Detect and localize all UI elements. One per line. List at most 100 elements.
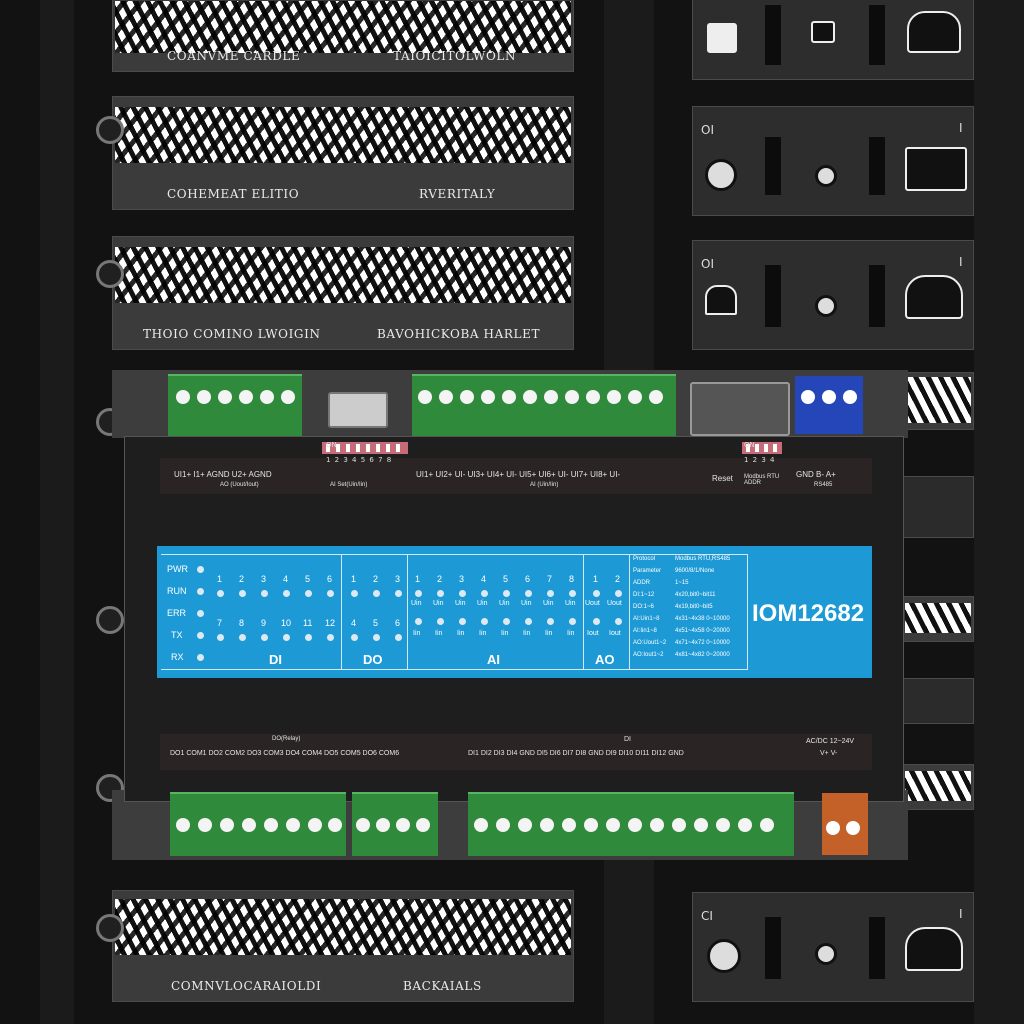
- di-num: 3: [261, 574, 267, 584]
- led-run: [197, 588, 204, 595]
- do-num: 2: [373, 574, 379, 584]
- right-plate: [902, 372, 974, 430]
- left-card-2: COHEMEAT ELITIO RVERITALY: [112, 96, 574, 210]
- ao-uout-label: Uout: [607, 600, 622, 607]
- led-tx: [197, 632, 204, 639]
- rack-rail-right: [974, 0, 1024, 1024]
- right-card-4: CI I: [692, 892, 974, 1002]
- ai-uin-label: Uin: [433, 600, 444, 607]
- card-label: COHEMEAT ELITIO: [167, 187, 300, 201]
- dip-switch-ai[interactable]: [322, 442, 408, 454]
- card-mark: I: [959, 121, 963, 135]
- di-num: 9: [261, 618, 267, 628]
- ai-uin-label: Uin: [411, 600, 422, 607]
- di-title: DI: [269, 652, 282, 667]
- card-id: OI: [701, 123, 714, 137]
- port-icon: [811, 21, 835, 43]
- terminal-block-rs485: [795, 376, 863, 434]
- dip-numbers: 1 2 3 4 5 6 7 8: [326, 456, 393, 464]
- ai-uin-label: Uin: [565, 600, 576, 607]
- ai-terminal-labels: UI1+ UI2+ UI- UI3+ UI4+ UI- UI5+ UI6+ UI…: [416, 470, 621, 479]
- do-relay-title: DO(Relay): [272, 736, 301, 742]
- card-label: RVERITALY: [419, 187, 496, 201]
- ai-iin-label: Iin: [457, 630, 465, 637]
- ao-title: AO: [595, 652, 615, 667]
- ethernet-port-icon: [690, 382, 790, 436]
- card-label: COANVME CARDLE: [167, 49, 301, 63]
- power-icon: [707, 939, 741, 973]
- left-card-3: THOIO COMINO LWOIGIN BAVOHICKOBA HARLET: [112, 236, 574, 350]
- ai-num: 4: [481, 574, 487, 584]
- ai-uin-label: Uin: [499, 600, 510, 607]
- ai-sub-label: AI (Uin/Iin): [530, 482, 559, 488]
- terminal-block-do2: [352, 792, 438, 856]
- jumper-icon: [328, 392, 388, 428]
- ao-iout-label: Iout: [609, 630, 621, 637]
- terminal-block-ao: [168, 374, 302, 436]
- di-terminal-title: DI: [624, 736, 631, 743]
- card-label: BACKAIALS: [403, 979, 482, 993]
- left-card-1: COANVME CARDLE TAIOICITOLWOLN: [112, 0, 574, 72]
- right-card-2: OI I: [692, 106, 974, 216]
- ai-iin-label: Iin: [435, 630, 443, 637]
- ai-num: 3: [459, 574, 465, 584]
- do-terminal-labels: DO1 COM1 DO2 COM2 DO3 COM3 DO4 COM4 DO5 …: [170, 750, 400, 757]
- status-panel: PWR RUN ERR TX RX 1 2 3 4 5 6 7 8 9 10 1…: [157, 546, 872, 678]
- card-mark: I: [959, 907, 963, 921]
- rack-screw: [96, 260, 124, 288]
- do-title: DO: [363, 652, 383, 667]
- di-terminal-labels: DI1 DI2 DI3 DI4 GND DI5 DI6 DI7 DI8 GND …: [468, 750, 684, 757]
- card-id: OI: [701, 257, 714, 271]
- ai-uin-label: Uin: [543, 600, 554, 607]
- di-num: 8: [239, 618, 245, 628]
- dip-left-label: AI Set(Uin/Iin): [330, 482, 368, 488]
- di-num: 2: [239, 574, 245, 584]
- ao-num: 2: [615, 574, 621, 584]
- ai-uin-label: Uin: [521, 600, 532, 607]
- status-label-pwr: PWR: [167, 564, 188, 574]
- card-label: THOIO COMINO LWOIGIN: [143, 327, 321, 341]
- di-num: 6: [327, 574, 333, 584]
- ai-iin-label: Iin: [523, 630, 531, 637]
- dome-icon: [905, 927, 963, 971]
- home-icon: [705, 285, 737, 315]
- power-pins: V+ V-: [820, 750, 838, 757]
- model-number: IOM12682: [752, 600, 865, 627]
- port-icon: [707, 23, 737, 53]
- di-num: 7: [217, 618, 223, 628]
- ai-title: AI: [487, 652, 500, 667]
- di-num: 5: [305, 574, 311, 584]
- di-num: 1: [217, 574, 223, 584]
- rack-screw: [96, 116, 124, 144]
- ai-num: 8: [569, 574, 575, 584]
- reset-label: Reset: [712, 474, 733, 483]
- modbus-label: Modbus RTU ADDR: [744, 474, 780, 486]
- dome-icon: [907, 11, 961, 53]
- rack-screw: [96, 606, 124, 634]
- dip-on-label: ON: [744, 441, 755, 449]
- right-plate: [902, 596, 974, 642]
- card-label: BAVOHICKOBA HARLET: [377, 327, 541, 341]
- status-label-run: RUN: [167, 586, 187, 596]
- led-err: [197, 610, 204, 617]
- led-pwr: [197, 566, 204, 573]
- ai-num: 2: [437, 574, 443, 584]
- ai-num: 7: [547, 574, 553, 584]
- ao-num: 1: [593, 574, 599, 584]
- right-card-1: [692, 0, 974, 80]
- right-card-3: OI I: [692, 240, 974, 350]
- rs485-pins: GND B- A+: [796, 470, 836, 479]
- status-label-tx: TX: [171, 630, 183, 640]
- ai-num: 6: [525, 574, 531, 584]
- card-mark: I: [959, 255, 963, 269]
- di-num: 10: [281, 618, 292, 628]
- card-label: TAIOICITOLWOLN: [393, 49, 517, 63]
- status-label-rx: RX: [171, 652, 184, 662]
- dip-switch-addr[interactable]: [742, 442, 782, 454]
- terminal-block-do1: [170, 792, 346, 856]
- ao-sub-label: AO (Uout/Iout): [220, 482, 259, 488]
- top-label-strip: UI1+ I1+ AGND U2+ AGND AO (Uout/Iout) UI…: [160, 458, 872, 494]
- knob-icon: [815, 943, 837, 965]
